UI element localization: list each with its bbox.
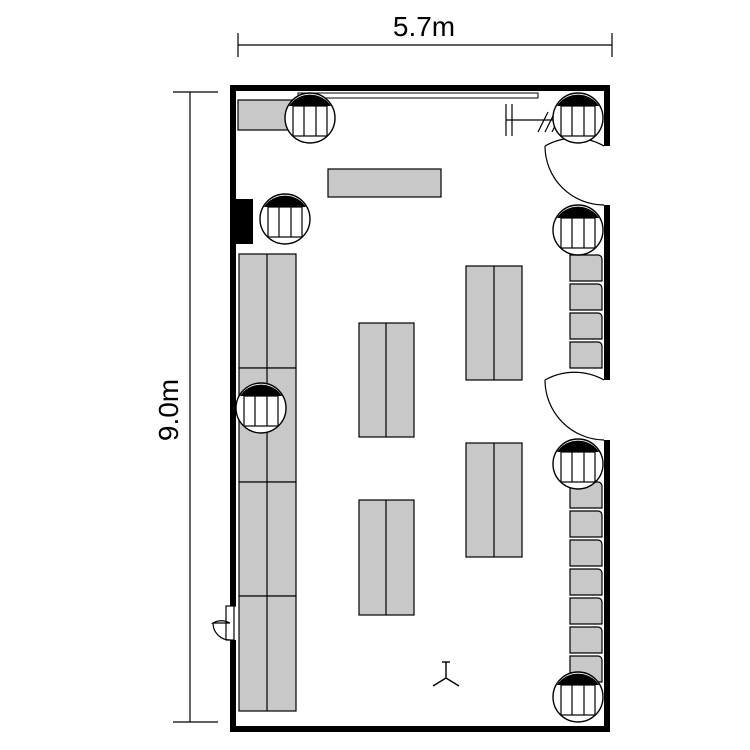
height-dimension: [173, 91, 218, 723]
chairs-right-lower: [569, 481, 603, 683]
counter-table: [327, 168, 442, 198]
wall-left-upper: [230, 85, 236, 606]
column-left: [230, 199, 253, 244]
width-label: 5.7m: [393, 11, 455, 42]
table-1: [358, 322, 415, 438]
dome-camera-icon: [259, 193, 311, 245]
table-2: [358, 499, 415, 616]
wall-top: [230, 85, 610, 91]
wall-right-3: [604, 440, 610, 732]
walls: [230, 85, 610, 732]
height-label: 9.0m: [153, 379, 184, 441]
width-dimension: [237, 33, 613, 57]
door-right-upper: [544, 137, 605, 206]
dome-camera-icon: [284, 92, 336, 144]
dome-camera-icon: [552, 92, 604, 144]
wall-right-1: [604, 85, 610, 146]
dome-camera-icon: [235, 382, 287, 434]
table-3: [465, 265, 523, 381]
ceiling-fan-icon: [432, 661, 460, 687]
door-left-small: [210, 605, 236, 641]
wall-left-lower: [230, 640, 236, 732]
center-tables: [358, 265, 523, 616]
wall-bottom: [230, 726, 610, 732]
dome-camera-icon: [552, 204, 604, 256]
chairs-right-upper: [569, 254, 603, 369]
dome-camera-icon: [552, 438, 604, 490]
dome-camera-icon: [552, 671, 604, 723]
left-display-units: [238, 253, 297, 712]
wall-right-2: [604, 205, 610, 380]
table-4: [465, 442, 523, 558]
door-right-lower: [544, 371, 605, 441]
shelf-top: [297, 92, 539, 99]
